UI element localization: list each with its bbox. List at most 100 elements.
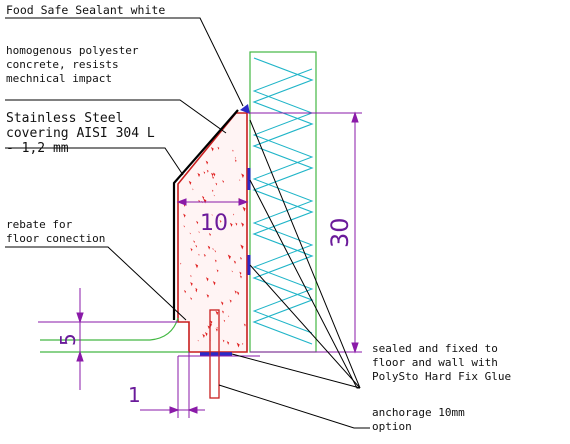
aggregate-speck [232, 213, 235, 216]
aggregate-speck [216, 269, 219, 273]
aggregate-speck [217, 146, 220, 150]
label-rebate-line-2: floor conection [6, 232, 105, 245]
aggregate-speck [183, 213, 186, 218]
aggregate-speck [206, 169, 209, 173]
aggregate-speck [226, 341, 230, 345]
label-steel-line-2: covering AISI 304 L [6, 126, 155, 141]
aggregate-speck [203, 171, 206, 175]
aggregate-speck [239, 257, 242, 261]
aggregate-speck [195, 263, 199, 269]
aggregate-speck [236, 291, 240, 296]
aggregate-speck [193, 240, 195, 244]
dimension-values: 10 30 5 1 [56, 211, 354, 407]
aggregate-speck [207, 245, 211, 250]
aggregate-speck [223, 319, 226, 323]
aggregate-speck [190, 282, 193, 287]
aggregate-speck [183, 290, 187, 294]
aggregate-speck [216, 326, 218, 329]
dimension-height: 30 [326, 217, 354, 248]
aggregate-speck [234, 159, 237, 163]
aggregate-speck [243, 323, 246, 327]
aggregate-speck [228, 315, 230, 318]
aggregate-speck [208, 233, 211, 237]
label-anchor-line-1: anchorage 10mm [372, 406, 465, 419]
aggregate-speck [190, 248, 193, 252]
aggregate-speck [212, 172, 216, 177]
aggregate-speck [215, 182, 218, 186]
aggregate-speck [183, 225, 185, 228]
anchor-bolt [209, 309, 220, 399]
aggregate-speck [205, 277, 209, 282]
glue-strips [200, 168, 251, 356]
aggregate-speck [215, 328, 218, 332]
aggregate-speck [197, 339, 199, 342]
dimension-rebate-width: 1 [128, 383, 141, 407]
aggregate-speck [202, 333, 205, 338]
aggregate-speck [190, 275, 192, 278]
dimension-thickness: 10 [200, 211, 228, 236]
aggregate-speck [242, 206, 246, 212]
aggregate-speck [229, 222, 233, 227]
aggregate-speck [203, 253, 206, 258]
aggregate-speck [231, 270, 233, 273]
aggregate-speck [195, 289, 198, 293]
aggregate-speck [240, 244, 244, 250]
sealant-bead [240, 104, 250, 114]
steel-covering [172, 109, 239, 320]
insulation-panel [249, 51, 317, 353]
aggregate-speck [192, 188, 194, 191]
aggregate-speck [189, 232, 191, 235]
aggregate-speck [239, 179, 241, 182]
label-rebate-line-1: rebate for [6, 218, 73, 231]
aggregate-speck [235, 222, 238, 226]
aggregate-speck [195, 287, 198, 292]
label-glue-line-1: sealed and fixed to [372, 342, 498, 355]
aggregate-speck [210, 147, 214, 152]
aggregate-speck [222, 339, 225, 343]
aggregate-speck [218, 213, 221, 216]
annotation-labels: Food Safe Sealant white homogenous polye… [6, 3, 511, 433]
aggregate-speck [211, 176, 214, 180]
aggregate-speck [232, 149, 234, 152]
label-steel-line-1: Stainless Steel [6, 111, 123, 126]
aggregate-speck [220, 301, 224, 306]
aggregate-speck [241, 343, 244, 346]
aggregate-speck [214, 259, 217, 263]
aggregate-speck [214, 250, 216, 253]
aggregate-speck [207, 325, 210, 330]
label-glue-line-3: PolySto Hard Fix Glue [372, 370, 511, 383]
aggregate-speck [190, 297, 192, 301]
aggregate-speck [212, 248, 214, 251]
aggregate-speck [221, 310, 224, 314]
aggregate-speck [234, 157, 236, 159]
label-glue-line-2: floor and wall with [372, 356, 498, 369]
aggregate-speck [222, 180, 224, 184]
aggregate-speck [211, 214, 213, 216]
aggregate-speck [239, 271, 242, 275]
aggregate-speck [236, 342, 240, 348]
label-sealant: Food Safe Sealant white [6, 3, 165, 17]
dimension-lines [38, 111, 362, 418]
aggregate-speck [205, 160, 209, 165]
aggregate-speck [198, 253, 200, 256]
aggregate-speck [229, 299, 232, 303]
aggregate-speck [233, 260, 236, 265]
aggregate-speck [241, 173, 245, 179]
aggregate-speck [202, 195, 205, 200]
aggregate-speck [206, 294, 209, 298]
label-concrete-line-2: concrete, resists [6, 58, 119, 71]
dimension-rebate-height: 5 [56, 333, 80, 346]
aggregate-speck [234, 290, 237, 294]
aggregate-speck [215, 310, 219, 316]
leader-lines [5, 17, 370, 429]
aggregate-speck [212, 281, 216, 286]
label-steel-line-3: - 1,2 mm [6, 141, 69, 156]
aggregate-speck [198, 231, 200, 234]
label-concrete-line-1: homogenous polyester [6, 44, 139, 57]
aggregate-speck [211, 189, 214, 193]
aggregate-speck [219, 219, 222, 223]
label-concrete-line-3: mechnical impact [6, 72, 112, 85]
aggregate-speck [239, 275, 242, 279]
aggregate-speck [213, 194, 215, 197]
